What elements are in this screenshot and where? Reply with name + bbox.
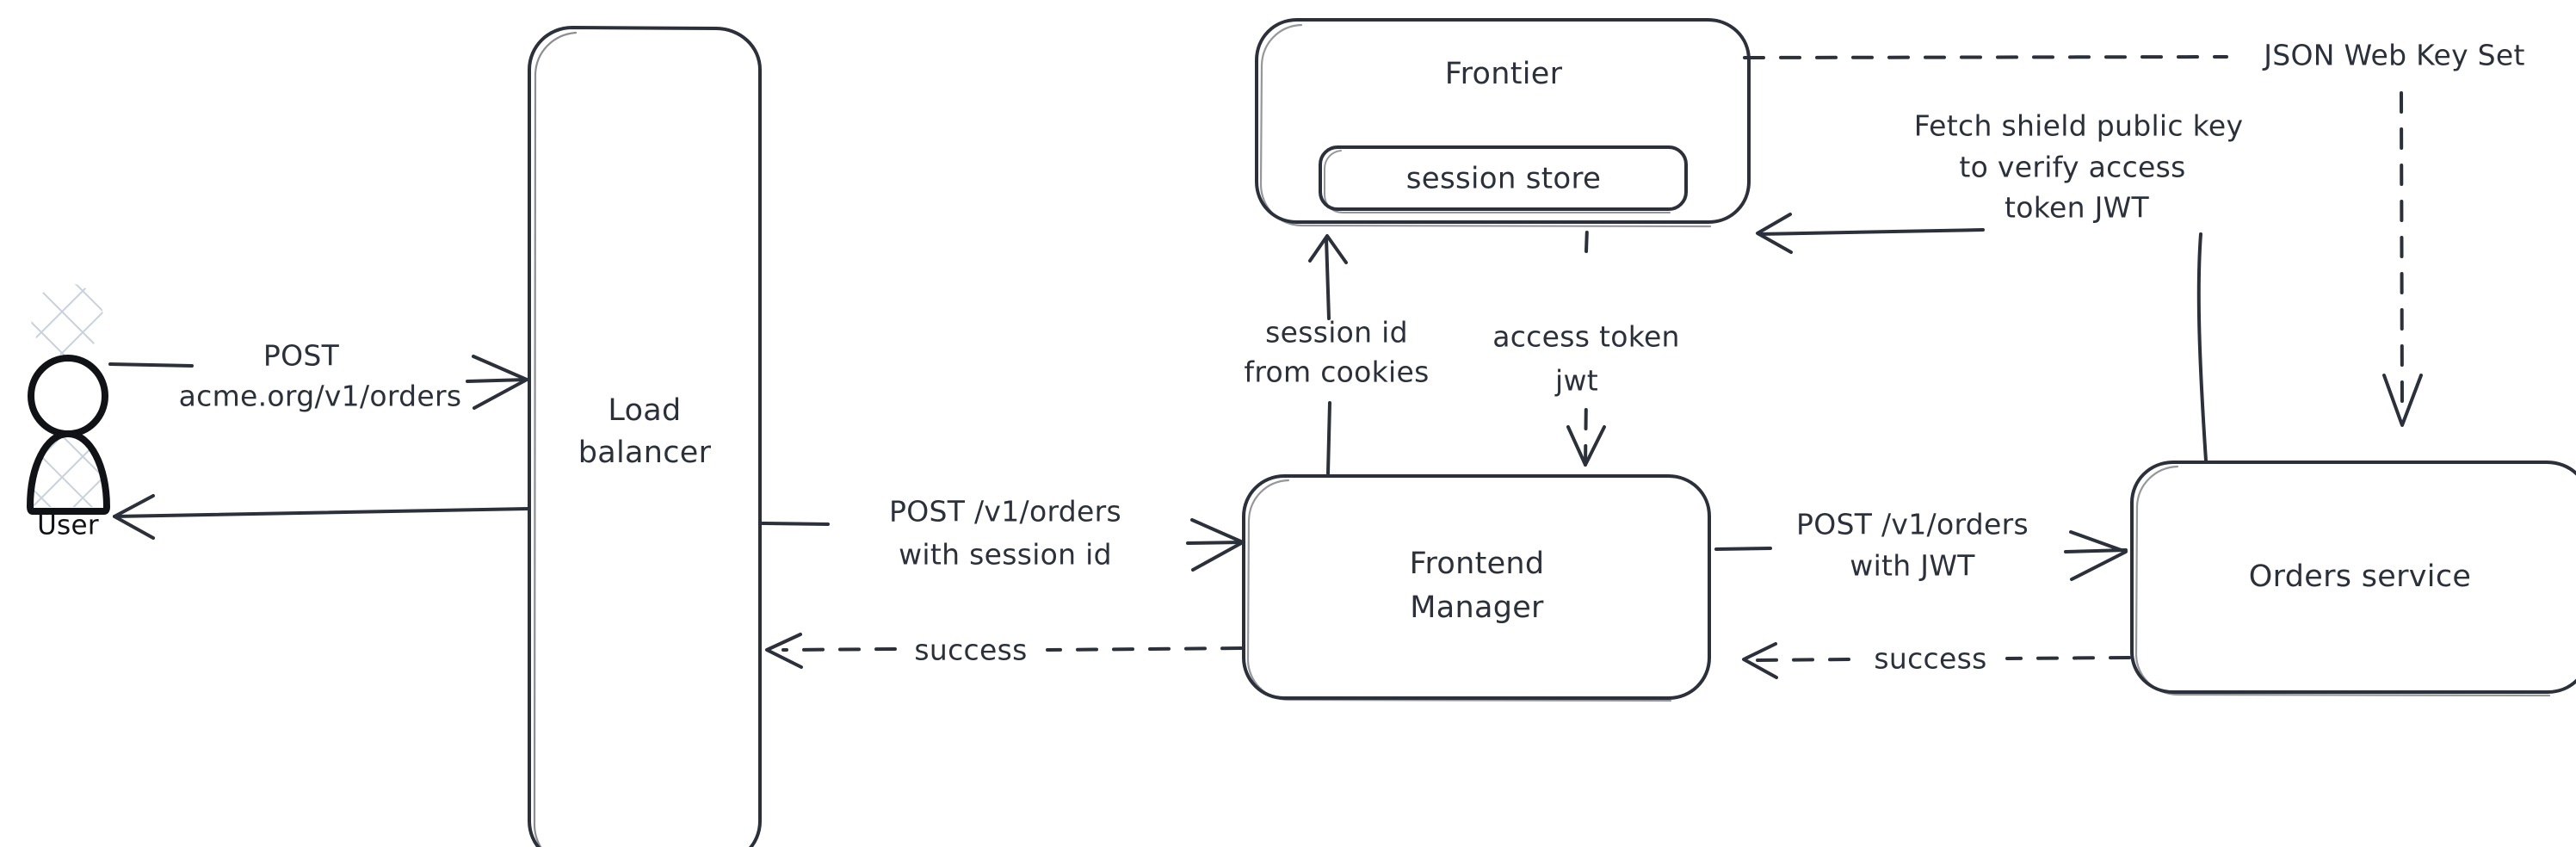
edge-lb-to-fm[interactable]: POST /v1/orders with session id: [761, 495, 1245, 572]
node-orders-service-label: Orders service: [2249, 560, 2471, 594]
edge-fm-to-orders-label-line1: POST /v1/orders: [1796, 508, 2029, 541]
node-frontier-label: Frontier: [1445, 57, 1563, 91]
edge-orders-to-frontier-fetch-label-line2: to verify access: [1959, 151, 2185, 184]
node-orders-service[interactable]: Orders service: [2130, 461, 2576, 697]
edge-lb-to-user[interactable]: [113, 494, 530, 540]
node-frontend-manager-label-line2: Manager: [1410, 590, 1544, 625]
edge-fm-to-lb-success[interactable]: success: [765, 633, 1243, 669]
node-load-balancer-label-line2: balancer: [578, 436, 712, 470]
edge-user-to-lb-label-line1: POST: [263, 339, 340, 373]
node-frontier[interactable]: Frontier session store: [1255, 18, 1751, 228]
edge-orders-to-frontier-fetch[interactable]: Fetch shield public key to verify access…: [1756, 109, 2244, 462]
node-load-balancer-label-line1: Load: [608, 393, 681, 428]
edge-frontier-to-fm-label-line2: jwt: [1554, 364, 1598, 398]
edge-lb-to-fm-label-line1: POST /v1/orders: [889, 495, 1121, 529]
edge-fm-to-orders[interactable]: POST /v1/orders with JWT: [1714, 508, 2128, 583]
node-load-balancer[interactable]: Load balancer: [528, 26, 762, 847]
edge-frontier-to-fm-label-line1: access token: [1492, 320, 1680, 354]
edge-user-to-lb[interactable]: POST acme.org/v1/orders: [108, 339, 528, 413]
edge-fm-to-frontier-label-line2: from cookies: [1244, 355, 1429, 389]
edge-lb-to-fm-label-line2: with session id: [899, 538, 1112, 572]
edge-orders-to-frontier-fetch-label-line1: Fetch shield public key: [1914, 109, 2244, 143]
edge-frontier-to-fm[interactable]: access token jwt: [1492, 226, 1680, 467]
actor-user[interactable]: User: [27, 283, 110, 541]
node-frontend-manager[interactable]: Frontend Manager: [1242, 474, 1711, 702]
edge-fm-to-orders-label-line2: with JWT: [1850, 549, 1975, 583]
edge-orders-to-frontier-fetch-label-line3: token JWT: [2005, 191, 2150, 225]
node-frontend-manager-label-line1: Frontend: [1410, 547, 1545, 581]
edge-frontier-to-orders-jwks-label: JSON Web Key Set: [2262, 39, 2525, 72]
person-icon: [27, 283, 110, 515]
edge-orders-to-fm-success-label: success: [1874, 642, 1986, 676]
node-session-store[interactable]: session store: [1319, 145, 1688, 213]
edge-user-to-lb-label-line2: acme.org/v1/orders: [179, 380, 462, 413]
node-session-store-label: session store: [1406, 162, 1602, 196]
edge-frontier-to-orders-jwks[interactable]: JSON Web Key Set: [1743, 39, 2525, 427]
actor-user-label: User: [37, 510, 99, 541]
edge-fm-to-frontier[interactable]: session id from cookies: [1244, 234, 1429, 475]
edge-fm-to-frontier-label-line1: session id: [1265, 316, 1408, 349]
edge-fm-to-lb-success-label: success: [914, 634, 1027, 667]
edge-orders-to-fm-success[interactable]: success: [1742, 642, 2131, 679]
